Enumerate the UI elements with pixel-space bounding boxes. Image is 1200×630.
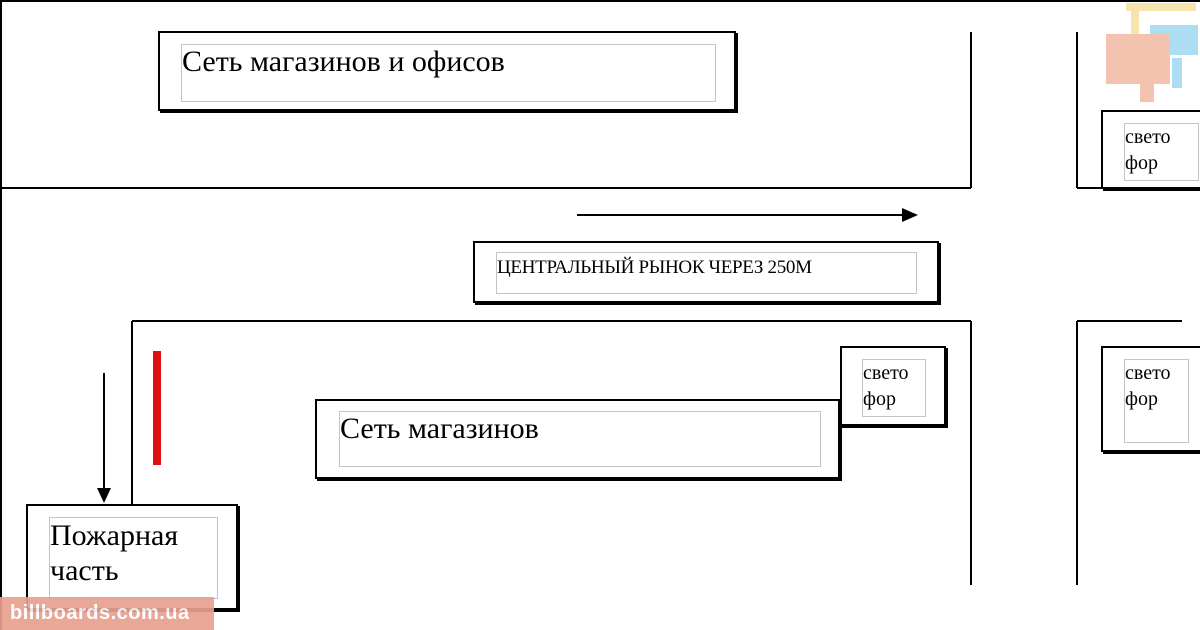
- watermark-badge: billboards.com.ua: [0, 597, 214, 630]
- traffic-light-upper-right: свето фор: [1101, 110, 1200, 189]
- label-shops-text: Сеть магазинов: [339, 411, 821, 467]
- label-central-market: ЦЕНТРАЛЬНЫЙ РЫНОК ЧЕРЕЗ 250М: [473, 241, 939, 303]
- label-central-market-text: ЦЕНТРАЛЬНЫЙ РЫНОК ЧЕРЕЗ 250М: [496, 252, 917, 294]
- traffic-light-lower-right: свето фор: [1101, 346, 1200, 452]
- billboard-location-marker: [153, 351, 161, 465]
- label-fire-station: Пожарная часть: [26, 504, 238, 610]
- label-fire-station-line1: Пожарная: [50, 519, 179, 552]
- billboards-logo-icon: [1106, 3, 1198, 102]
- label-fire-station-text: Пожарная часть: [49, 517, 218, 599]
- label-fire-station-line2: часть: [50, 554, 119, 588]
- direction-arrow-down-head: [97, 488, 111, 503]
- traffic-light-label-line1: свето: [1125, 126, 1171, 148]
- traffic-light-middle: свето фор: [840, 346, 946, 426]
- label-shops-offices: Сеть магазинов и офисов: [158, 31, 736, 111]
- traffic-light-label-line2: фор: [1125, 388, 1158, 410]
- direction-arrow-right-head: [902, 208, 918, 222]
- label-shops-offices-text: Сеть магазинов и офисов: [181, 44, 716, 102]
- traffic-light-label-line1: свето: [1125, 362, 1171, 384]
- traffic-light-label-line2: фор: [1125, 152, 1158, 174]
- traffic-light-label-line2: фор: [863, 388, 896, 410]
- label-shops: Сеть магазинов: [315, 399, 840, 479]
- traffic-light-label-line1: свето: [863, 362, 909, 384]
